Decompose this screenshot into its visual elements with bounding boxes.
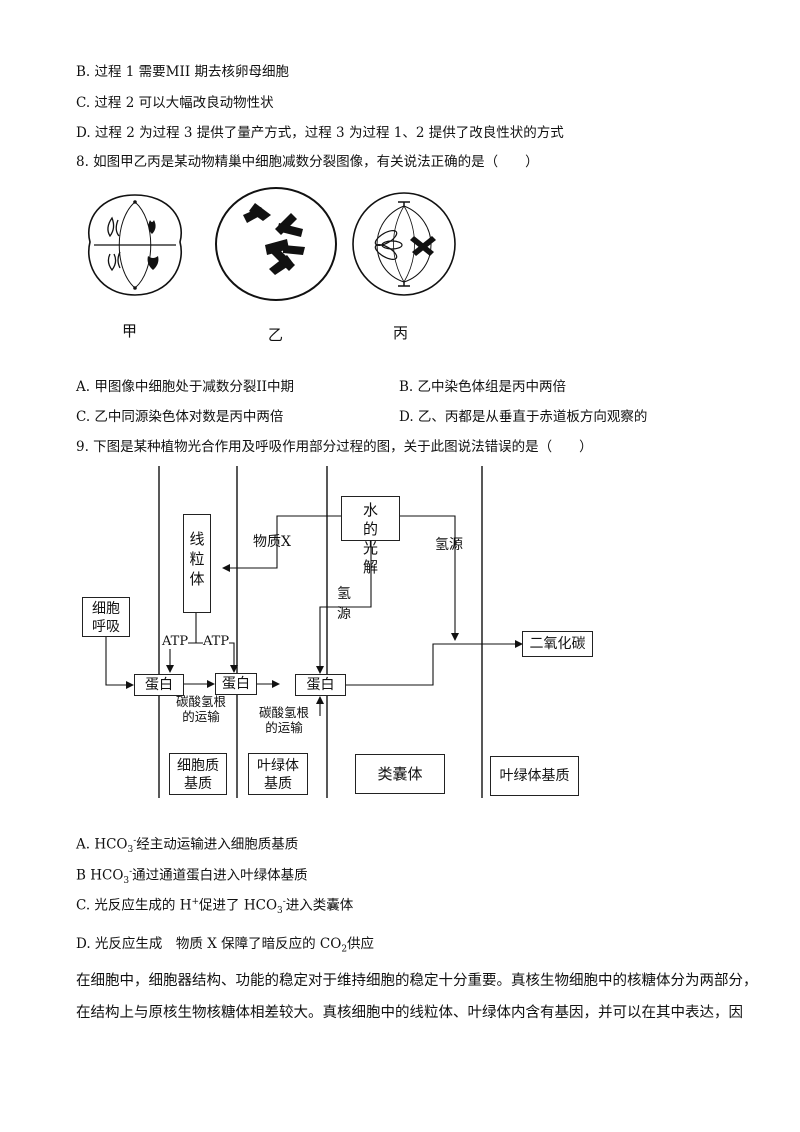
chloroplast-stroma-box-right: 叶绿体基质 [490, 756, 579, 796]
q8-option-d: D. 乙、丙都是从垂直于赤道板方向观察的 [399, 409, 648, 425]
atp-label-1: ATP [162, 634, 189, 649]
q8-option-b: B. 乙中染色体组是丙中两倍 [399, 379, 567, 395]
q9-option-a: A. HCO3-经主动运输进入细胞质基质 [76, 836, 299, 856]
protein-box-1: 蛋白 [134, 674, 184, 696]
co2-box: 二氧化碳 [522, 631, 593, 657]
chloroplast-stroma-box-left: 叶绿体基质 [248, 753, 308, 795]
q8-stem: 8. 如图甲乙丙是某动物精巢中细胞减数分裂图像，有关说法正确的是（ ） [76, 154, 539, 170]
q9-option-c: C. 光反应生成的 H+促进了 HCO3-进入类囊体 [76, 897, 354, 917]
q8-figure-yi [213, 185, 339, 303]
figure-label-bing: 丙 [393, 324, 409, 342]
q9-option-d: D. 光反应生成 物质 X 保障了暗反应的 CO2供应 [76, 936, 375, 955]
cell-bing-drawing [352, 192, 456, 296]
mitochondria-box: 线粒体 [183, 514, 211, 613]
protein-box-2: 蛋白 [215, 673, 257, 695]
passage-line-2: 在结构上与原核生物核糖体相差较大。真核细胞中的线粒体、叶绿体内含有基因，并可以在… [76, 1005, 743, 1021]
cell-jia-drawing [88, 194, 182, 296]
bicarbonate-transport-label-1: 碳酸氢根的运输 [175, 694, 226, 724]
cell-yi-drawing [215, 187, 337, 301]
bicarbonate-transport-label-2: 碳酸氢根的运输 [258, 705, 309, 735]
substance-x-label: 物质X [253, 534, 291, 550]
q7-option-b: B. 过程 1 需要MII 期去核卵母细胞 [76, 64, 289, 80]
passage-line-1: 在细胞中，细胞器结构、功能的稳定对于维持细胞的稳定十分重要。真核生物细胞中的核糖… [76, 973, 758, 989]
q8-option-a: A. 甲图像中细胞处于减数分裂II中期 [76, 379, 294, 395]
thylakoid-box: 类囊体 [355, 754, 445, 794]
q8-option-c: C. 乙中同源染色体对数是丙中两倍 [76, 409, 284, 425]
cytoplasm-matrix-box: 细胞质基质 [169, 753, 227, 795]
water-photolysis-box: 水的光解 [341, 496, 400, 576]
figure-label-yi: 乙 [268, 326, 284, 344]
q9-stem: 9. 下图是某种植物光合作用及呼吸作用部分过程的图，关于此图说法错误的是（ ） [76, 439, 593, 455]
q7-option-d: D. 过程 2 为过程 3 提供了量产方式，过程 3 为过程 1、2 提供了改良… [76, 125, 564, 141]
protein-box-3: 蛋白 [295, 674, 346, 696]
cell-respiration-box: 细胞呼吸 [82, 597, 130, 637]
q8-figure-bing [350, 190, 458, 298]
atp-label-2: ATP [203, 634, 230, 649]
hydrogen-source-right-label: 氢源 [435, 537, 463, 553]
hydrogen-source-mid-label: 氢源 [337, 586, 351, 622]
figure-label-jia: 甲 [122, 322, 138, 340]
q7-option-c: C. 过程 2 可以大幅改良动物性状 [76, 95, 274, 111]
q9-option-b: B HCO3-通过通道蛋白进入叶绿体基质 [76, 867, 308, 887]
q8-figure-jia [80, 190, 190, 300]
